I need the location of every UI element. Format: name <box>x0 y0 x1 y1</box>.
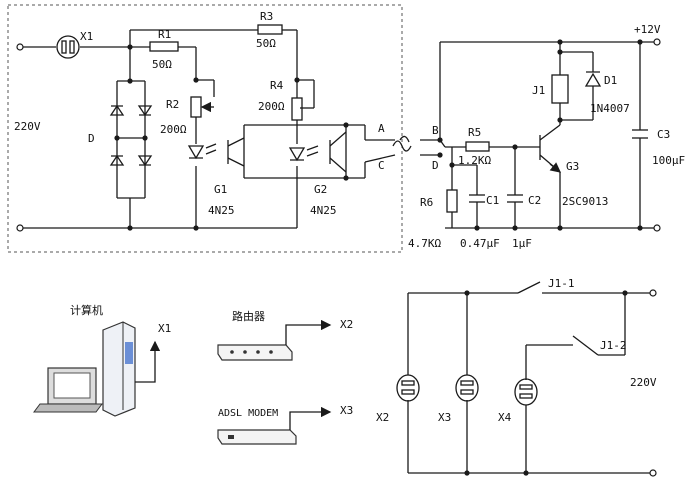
load-terminal-top <box>649 289 657 297</box>
supply-terminal-bottom <box>653 224 661 232</box>
c1-name: C1 <box>486 194 499 207</box>
g1-part: 4N25 <box>208 204 235 217</box>
g3-name: G3 <box>566 160 579 173</box>
x3-socket <box>455 374 479 402</box>
cable-break <box>392 135 412 152</box>
computer-icon <box>33 321 136 417</box>
c3-value: 100μF <box>652 154 685 167</box>
c2-capacitor <box>507 194 523 203</box>
load-wires <box>407 281 650 474</box>
r3-value: 50Ω <box>256 37 276 50</box>
r5-resistor <box>465 141 490 152</box>
r2-value: 200Ω <box>160 123 187 136</box>
left-junctions <box>114 44 349 231</box>
c1-value: 0.47μF <box>460 237 500 250</box>
computer-side-enclosure <box>7 4 403 253</box>
computer-label: 计算机 <box>70 303 103 317</box>
g3-part: 2SC9013 <box>562 195 608 208</box>
r6-value: 4.7KΩ <box>408 237 441 250</box>
x2-label: X2 <box>376 411 389 424</box>
x4-socket <box>514 378 538 406</box>
modem-out-label: X3 <box>340 404 353 417</box>
router-out-label: X2 <box>340 318 353 331</box>
g2-optocoupler <box>288 131 347 173</box>
c3-name: C3 <box>657 128 670 141</box>
r6-resistor <box>446 189 458 213</box>
conn-a-label: A <box>378 122 385 135</box>
g1-name: G1 <box>214 183 227 196</box>
load-terminal-bottom <box>649 469 657 477</box>
x2-socket <box>396 374 420 402</box>
x3-cable <box>289 406 332 430</box>
computer-out-label: X1 <box>158 322 171 335</box>
c1-capacitor <box>469 194 485 203</box>
g2-part: 4N25 <box>310 204 337 217</box>
x3-label: X3 <box>438 411 451 424</box>
conn-c-label: C <box>378 159 385 172</box>
r6-name: R6 <box>420 196 433 209</box>
bridge-label: D <box>88 132 95 145</box>
ac-right-label: 220V <box>630 376 657 389</box>
r4-value: 200Ω <box>258 100 285 113</box>
c2-value: 1μF <box>512 237 532 250</box>
load-junctions <box>464 290 628 476</box>
switch1-label: J1-1 <box>548 277 575 290</box>
ac-left-label: 220V <box>14 120 41 133</box>
supply-label: +12V <box>634 23 661 36</box>
g2-name: G2 <box>314 183 327 196</box>
right-junctions <box>437 39 643 231</box>
r2-resistor <box>190 96 202 118</box>
x1-socket <box>56 35 80 59</box>
r3-resistor <box>257 24 283 35</box>
conn-b-label: B <box>432 124 439 137</box>
r2-name: R2 <box>166 98 179 111</box>
left-circuit-wires <box>20 29 396 229</box>
x1-cable <box>135 340 161 383</box>
x2-cable <box>285 319 332 345</box>
r5-name: R5 <box>468 126 481 139</box>
c2-name: C2 <box>528 194 541 207</box>
d1-diode <box>584 71 602 87</box>
x1-label: X1 <box>80 30 93 43</box>
g3-emitter-arrow <box>549 162 562 173</box>
r1-resistor <box>149 41 179 52</box>
c3-capacitor <box>632 129 648 139</box>
conn-d-label: D <box>432 159 439 172</box>
x1-terminal-bottom <box>16 224 24 232</box>
supply-terminal-top <box>653 38 661 46</box>
j1-relay-coil <box>551 74 569 104</box>
r5-value: 1.2KΩ <box>458 154 491 167</box>
j1-label: J1 <box>532 84 545 97</box>
bridge-rectifier <box>109 104 153 167</box>
d1-name: D1 <box>604 74 617 87</box>
r4-name: R4 <box>270 79 284 92</box>
modem-icon <box>217 429 297 445</box>
modem-label: ADSL MODEM <box>218 408 278 419</box>
r3-name: R3 <box>260 10 273 23</box>
r1-value: 50Ω <box>152 58 172 71</box>
r1-name: R1 <box>158 28 171 41</box>
d1-part: 1N4007 <box>590 102 630 115</box>
router-label: 路由器 <box>232 309 265 323</box>
r4-resistor <box>291 97 303 121</box>
x1-terminal <box>16 43 24 51</box>
g1-optocoupler <box>187 137 245 167</box>
router-icon <box>217 344 293 361</box>
x4-label: X4 <box>498 411 512 424</box>
switch2-label: J1-2 <box>600 339 627 352</box>
